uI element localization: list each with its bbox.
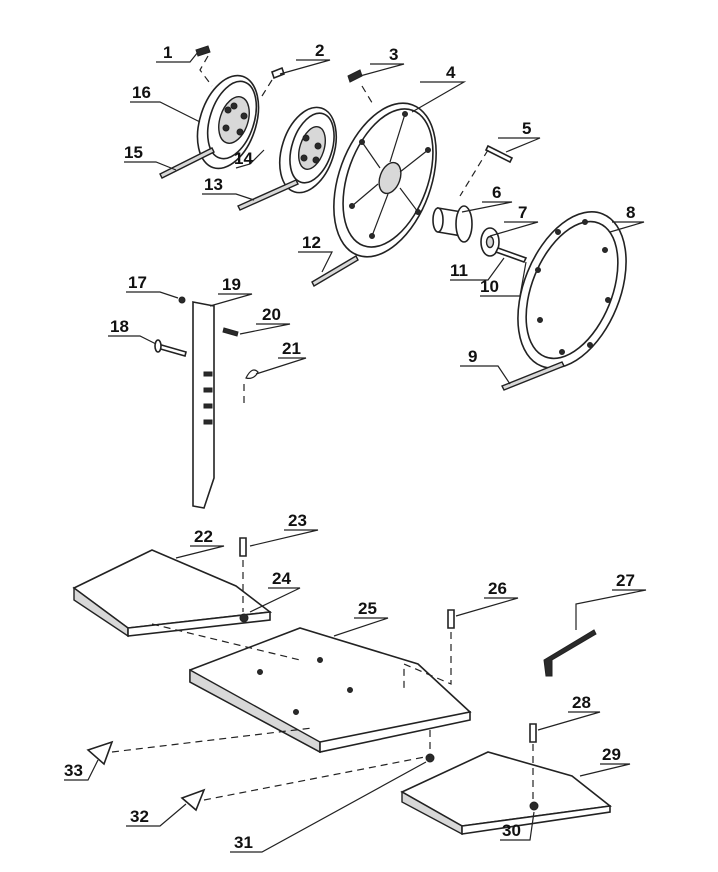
nut-30 [529, 801, 539, 811]
ring-8 [517, 211, 627, 369]
pin-2 [271, 66, 285, 80]
decal-strip-15 [159, 147, 215, 179]
part-number: 29 [602, 745, 621, 764]
ramp-section-22 [72, 549, 273, 638]
part-number: 31 [234, 833, 253, 852]
part-number: 2 [315, 41, 324, 60]
part-number: 21 [282, 339, 301, 358]
decal-strip-12 [311, 255, 359, 287]
wheel-4 [333, 102, 437, 258]
part-number: 4 [446, 63, 456, 82]
part-number: 5 [522, 119, 531, 138]
assembly-line-j [203, 755, 431, 801]
part-number: 18 [110, 317, 129, 336]
part-number: 13 [204, 175, 223, 194]
part-number-labels: 1 2 3 4 5 6 7 8 9 10 11 12 13 14 15 16 1… [64, 41, 635, 852]
part-number: 6 [492, 183, 501, 202]
part-number: 27 [616, 571, 635, 590]
assembly-line-a [199, 55, 213, 87]
part-number: 30 [502, 821, 521, 840]
part-number: 33 [64, 761, 83, 780]
pulley-14 [278, 106, 338, 194]
part-number: 8 [626, 203, 635, 222]
part-number: 15 [124, 143, 143, 162]
part-number: 10 [480, 277, 499, 296]
bolt-5 [484, 144, 514, 164]
screw-1 [195, 45, 211, 57]
clip-21 [245, 369, 259, 379]
ramp-section-25 [189, 627, 472, 754]
assembly-line-h [403, 632, 452, 690]
part-number: 7 [518, 203, 527, 222]
nut-31 [425, 753, 435, 763]
assembly-line-c [361, 85, 375, 107]
part-number: 26 [488, 579, 507, 598]
hub-6 [432, 205, 473, 243]
end-cap-32 [180, 788, 206, 812]
assembly-line-g [151, 623, 301, 661]
decal-strip-9 [501, 361, 565, 391]
screw-23 [239, 537, 247, 557]
part-number: 9 [468, 347, 477, 366]
screw-20 [222, 327, 239, 337]
part-number: 12 [302, 233, 321, 252]
decal-strip-13 [237, 179, 299, 211]
part-number: 20 [262, 305, 281, 324]
assembly-line-d [459, 149, 489, 197]
part-number: 22 [194, 527, 213, 546]
part-number: 1 [163, 43, 172, 62]
pin-18 [154, 339, 187, 357]
screw-3 [347, 69, 363, 83]
pulley-16 [196, 74, 260, 170]
part-number: 17 [128, 273, 147, 292]
assembly-line-b [261, 79, 273, 97]
part-number: 28 [572, 693, 591, 712]
hex-key-27 [543, 629, 597, 677]
screw-28 [529, 723, 537, 743]
assembly-line-i [111, 727, 313, 753]
part-number: 25 [358, 599, 377, 618]
leader-lines [64, 51, 647, 853]
part-number: 16 [132, 83, 151, 102]
end-cap-33 [86, 740, 114, 766]
part-number: 11 [450, 261, 468, 280]
screw-17 [178, 296, 186, 304]
screw-26 [447, 609, 455, 629]
post-19 [192, 301, 215, 509]
part-number: 24 [272, 569, 291, 588]
part-number: 3 [389, 45, 398, 64]
nut-24 [239, 613, 249, 623]
ramp-section-29 [400, 751, 612, 836]
part-number: 14 [234, 149, 253, 168]
part-number: 32 [130, 807, 149, 826]
part-number: 23 [288, 511, 307, 530]
part-number: 19 [222, 275, 241, 294]
pin-10 [494, 247, 528, 263]
